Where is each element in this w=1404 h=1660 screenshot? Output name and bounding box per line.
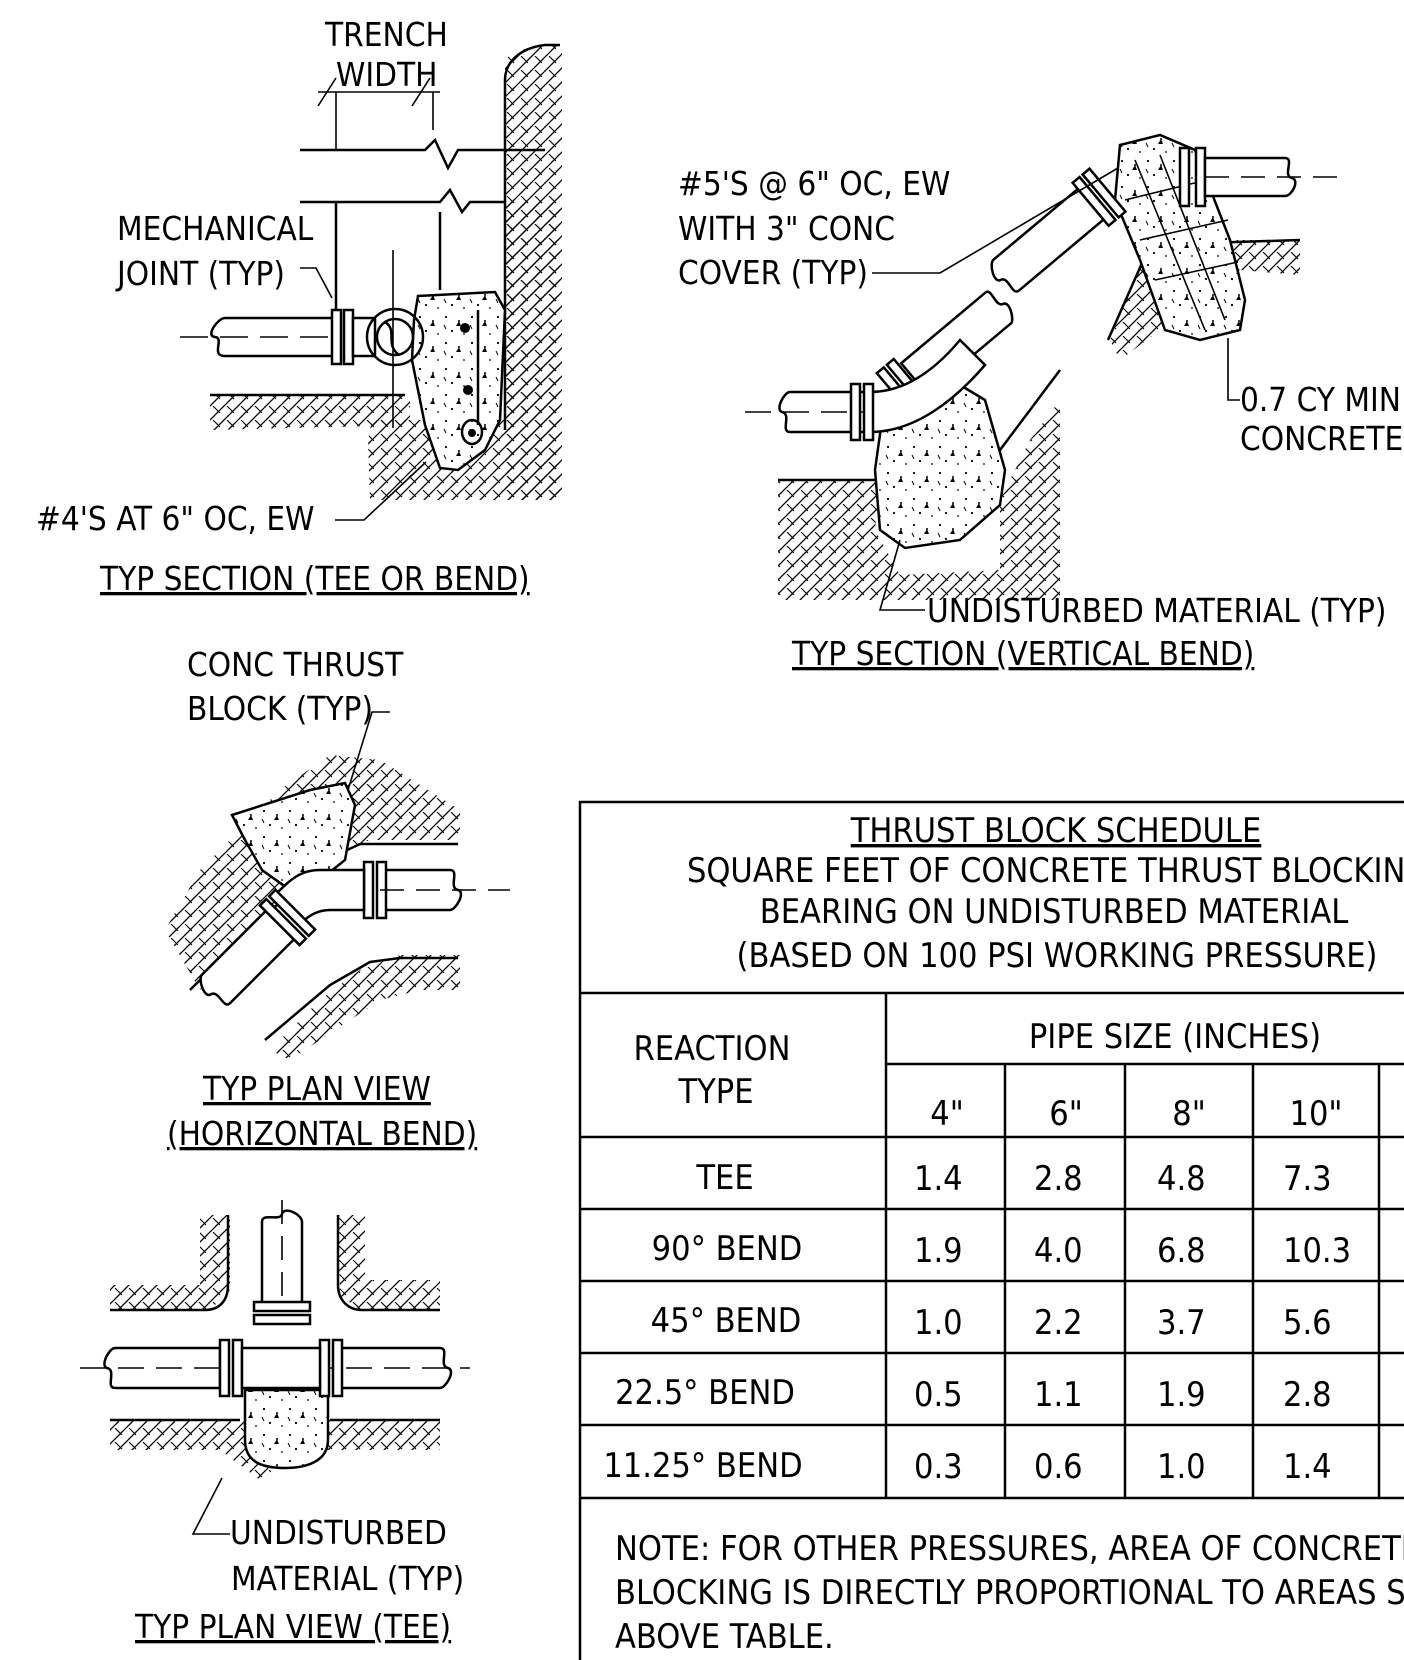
reaction-type-header-2: TYPE	[677, 1072, 753, 1112]
pipe-size-header: PIPE SIZE (INCHES)	[1029, 1017, 1321, 1057]
horizontal-bend-drawing	[165, 711, 510, 1060]
row-type-45-bend: 45° BEND	[651, 1301, 802, 1341]
cell: 1.4	[1283, 1447, 1332, 1487]
schedule-subtitle-2: BEARING ON UNDISTURBED MATERIAL	[760, 892, 1349, 932]
mechanical-joint-label-1: MECHANICAL	[117, 209, 314, 248]
mechanical-joint-label-2: JOINT (TYP)	[115, 254, 285, 293]
cell: 2.8	[1034, 1159, 1083, 1199]
cell: 1.1	[1034, 1375, 1083, 1415]
trench-width-label-1: TRENCH	[324, 15, 448, 54]
schedule-title: THRUST BLOCK SCHEDULE	[850, 811, 1262, 851]
cell: 2.2	[1034, 1303, 1083, 1343]
size-header-10: 10"	[1290, 1094, 1343, 1134]
cell: 4.8	[1157, 1159, 1206, 1199]
rebar-note-4s: #4'S AT 6" OC, EW	[36, 499, 315, 538]
conc-thrust-block-label-2: BLOCK (TYP)	[187, 689, 373, 728]
thrust-block-schedule: THRUST BLOCK SCHEDULE SQUARE FEET OF CON…	[578, 800, 1404, 1660]
schedule-note-3: ABOVE TABLE.	[615, 1617, 834, 1657]
trench-drawing	[180, 43, 562, 521]
cell: 0.5	[914, 1375, 963, 1415]
row-type-11-25-bend: 11.25° BEND	[603, 1446, 802, 1486]
reaction-type-header-1: REACTION	[634, 1029, 791, 1069]
cell: 1.0	[1157, 1447, 1206, 1487]
row-type-tee: TEE	[695, 1158, 753, 1198]
cell: 7.3	[1283, 1159, 1332, 1199]
schedule-note-2: BLOCKING IS DIRECTLY PROPORTIONAL TO ARE…	[615, 1573, 1404, 1613]
conc-thrust-block-label-1: CONC THRUST	[187, 645, 404, 684]
row-type-90-bend: 90° BEND	[652, 1229, 803, 1269]
vertical-bend-drawing	[745, 133, 1338, 611]
cell: 5.6	[1283, 1303, 1332, 1343]
schedule-grid	[578, 800, 1404, 1660]
undisturbed-material-label: UNDISTURBED MATERIAL (TYP)	[927, 591, 1387, 630]
cell: 0.3	[914, 1447, 963, 1487]
cell: 2.8	[1283, 1375, 1332, 1415]
plan-horizontal-bend: CONC THRUST BLOCK (TYP) TYP PLAN VIEW (H…	[165, 645, 510, 1153]
section-vertical-bend: #5'S @ 6" OC, EW WITH 3" CONC COVER (TYP…	[678, 133, 1403, 673]
cell: 1.9	[914, 1231, 963, 1271]
title-plan-tee: TYP PLAN VIEW (TEE)	[134, 1607, 451, 1646]
cell: 10.3	[1283, 1231, 1351, 1271]
size-header-8: 8"	[1172, 1094, 1206, 1134]
cell: 1.9	[1157, 1375, 1206, 1415]
schedule-subtitle-3: (BASED ON 100 PSI WORKING PRESSURE)	[737, 936, 1378, 976]
concrete-note-line-2: CONCRETE	[1240, 419, 1403, 458]
size-header-6: 6"	[1049, 1094, 1083, 1134]
cell: 1.0	[914, 1303, 963, 1343]
title-plan-horizontal-bend-2: (HORIZONTAL BEND)	[167, 1114, 477, 1153]
plan-tee: UNDISTURBED MATERIAL (TYP) TYP PLAN VIEW…	[80, 1200, 470, 1646]
rebar-note-5s-line-3: COVER (TYP)	[678, 253, 868, 292]
undisturbed-tee-label-2: MATERIAL (TYP)	[231, 1559, 464, 1598]
section-tee-or-bend: TRENCH WIDTH MECHANICAL JOINT (TYP) #4'S…	[36, 15, 562, 598]
schedule-note-1: NOTE: FOR OTHER PRESSURES, AREA OF CONCR…	[615, 1529, 1404, 1569]
schedule-subtitle-1: SQUARE FEET OF CONCRETE THRUST BLOCKING	[687, 851, 1404, 891]
rebar-note-5s-line-1: #5'S @ 6" OC, EW	[678, 164, 950, 203]
cell: 1.4	[914, 1159, 963, 1199]
concrete-note-line-1: 0.7 CY MIN	[1240, 380, 1401, 419]
row-type-22-5-bend: 22.5° BEND	[615, 1373, 795, 1413]
undisturbed-tee-label-1: UNDISTURBED	[230, 1513, 447, 1552]
rebar-note-5s-line-2: WITH 3" CONC	[678, 209, 895, 248]
cell: 0.6	[1034, 1447, 1083, 1487]
size-header-4: 4"	[930, 1094, 964, 1134]
cell: 6.8	[1157, 1231, 1206, 1271]
title-section-tee-or-bend: TYP SECTION (TEE OR BEND)	[99, 559, 530, 598]
cell: 4.0	[1034, 1231, 1083, 1271]
cell: 3.7	[1157, 1303, 1206, 1343]
title-plan-horizontal-bend-1: TYP PLAN VIEW	[202, 1069, 431, 1108]
tee-drawing	[80, 1200, 470, 1535]
title-section-vertical-bend: TYP SECTION (VERTICAL BEND)	[791, 634, 1254, 673]
trench-width-label-2: WIDTH	[336, 55, 437, 94]
